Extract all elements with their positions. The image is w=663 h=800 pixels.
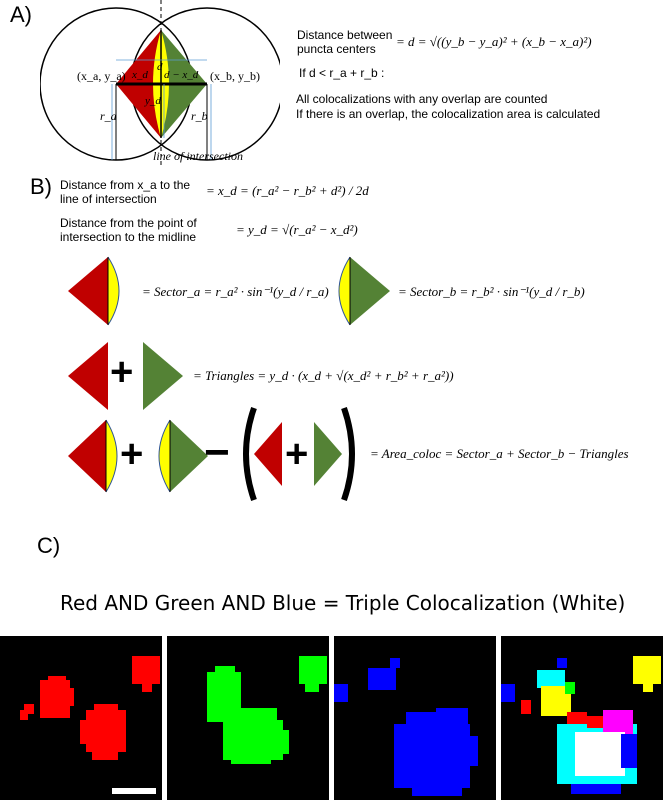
yd-formula: = y_d = √(r_a² − x_d²) [236, 222, 358, 237]
yd-description: Distance from the point of intersection … [60, 216, 197, 244]
xd-label: x_d [131, 69, 148, 81]
point-a-label: (x_a, y_a) [77, 69, 126, 83]
rb-label: r_b [191, 109, 208, 123]
d-minus-xd-label: d − x_d [164, 69, 199, 81]
panel-b-label: B) [30, 174, 52, 199]
sector-b-shape [338, 256, 390, 326]
distance-label: Distance between puncta centers [297, 28, 393, 56]
area-sector-b-shape [158, 419, 208, 493]
image-blue-channel [334, 636, 496, 800]
xd-description: Distance from x_a to the line of interse… [60, 178, 191, 206]
sector-a-shape [68, 256, 120, 326]
image-merged-channels [501, 636, 663, 800]
line-of-intersection-label: line of intersection [153, 149, 243, 163]
area-sector-a-shape [68, 419, 118, 493]
triangles-formula: = Triangles = y_d · (x_d + √(x_d² + r_b²… [193, 368, 454, 383]
point-b-label: (x_b, y_b) [210, 69, 260, 83]
triangle-red-shape [68, 342, 108, 410]
ra-label: r_a [100, 109, 117, 123]
minus-sign: − [204, 428, 230, 477]
xd-formula: = x_d = (r_a² − r_b² + d²) / 2d [206, 183, 369, 198]
triple-colocalization-title: Red AND Green AND Blue = Triple Colocali… [60, 591, 626, 615]
image-green-channel [167, 636, 329, 800]
sector-b-formula: = Sector_b = r_b² · sin⁻¹(y_d / r_b) [398, 284, 585, 299]
distance-formula: = d = √((y_b − y_a)² + (x_b − x_a)²) [396, 34, 592, 49]
plus-sign-3: + [285, 432, 309, 476]
note-area: If there is an overlap, the colocalizati… [296, 107, 601, 121]
panel-c-label: C) [37, 533, 61, 558]
overlap-diagram: (x_a, y_a) (x_b, y_b) x_d d d − x_d y_d … [40, 0, 280, 165]
plus-sign-1: + [110, 350, 134, 394]
scale-bar [112, 788, 156, 794]
yd-label: y_d [144, 95, 161, 107]
plus-sign-2: + [120, 432, 144, 476]
d-label: d [157, 61, 163, 73]
bracketed-triangles [243, 407, 355, 501]
sector-a-formula: = Sector_a = r_a² · sin⁻¹(y_d / r_a) [142, 284, 329, 299]
image-red-channel [0, 636, 162, 800]
note-counted: All colocalizations with any overlap are… [296, 92, 548, 106]
overlap-condition: If d < r_a + r_b : [299, 66, 385, 80]
area-formula: = Area_coloc = Sector_a + Sector_b − Tri… [370, 446, 629, 461]
triangle-green-shape [143, 342, 183, 410]
panel-a-label: A) [10, 2, 32, 27]
